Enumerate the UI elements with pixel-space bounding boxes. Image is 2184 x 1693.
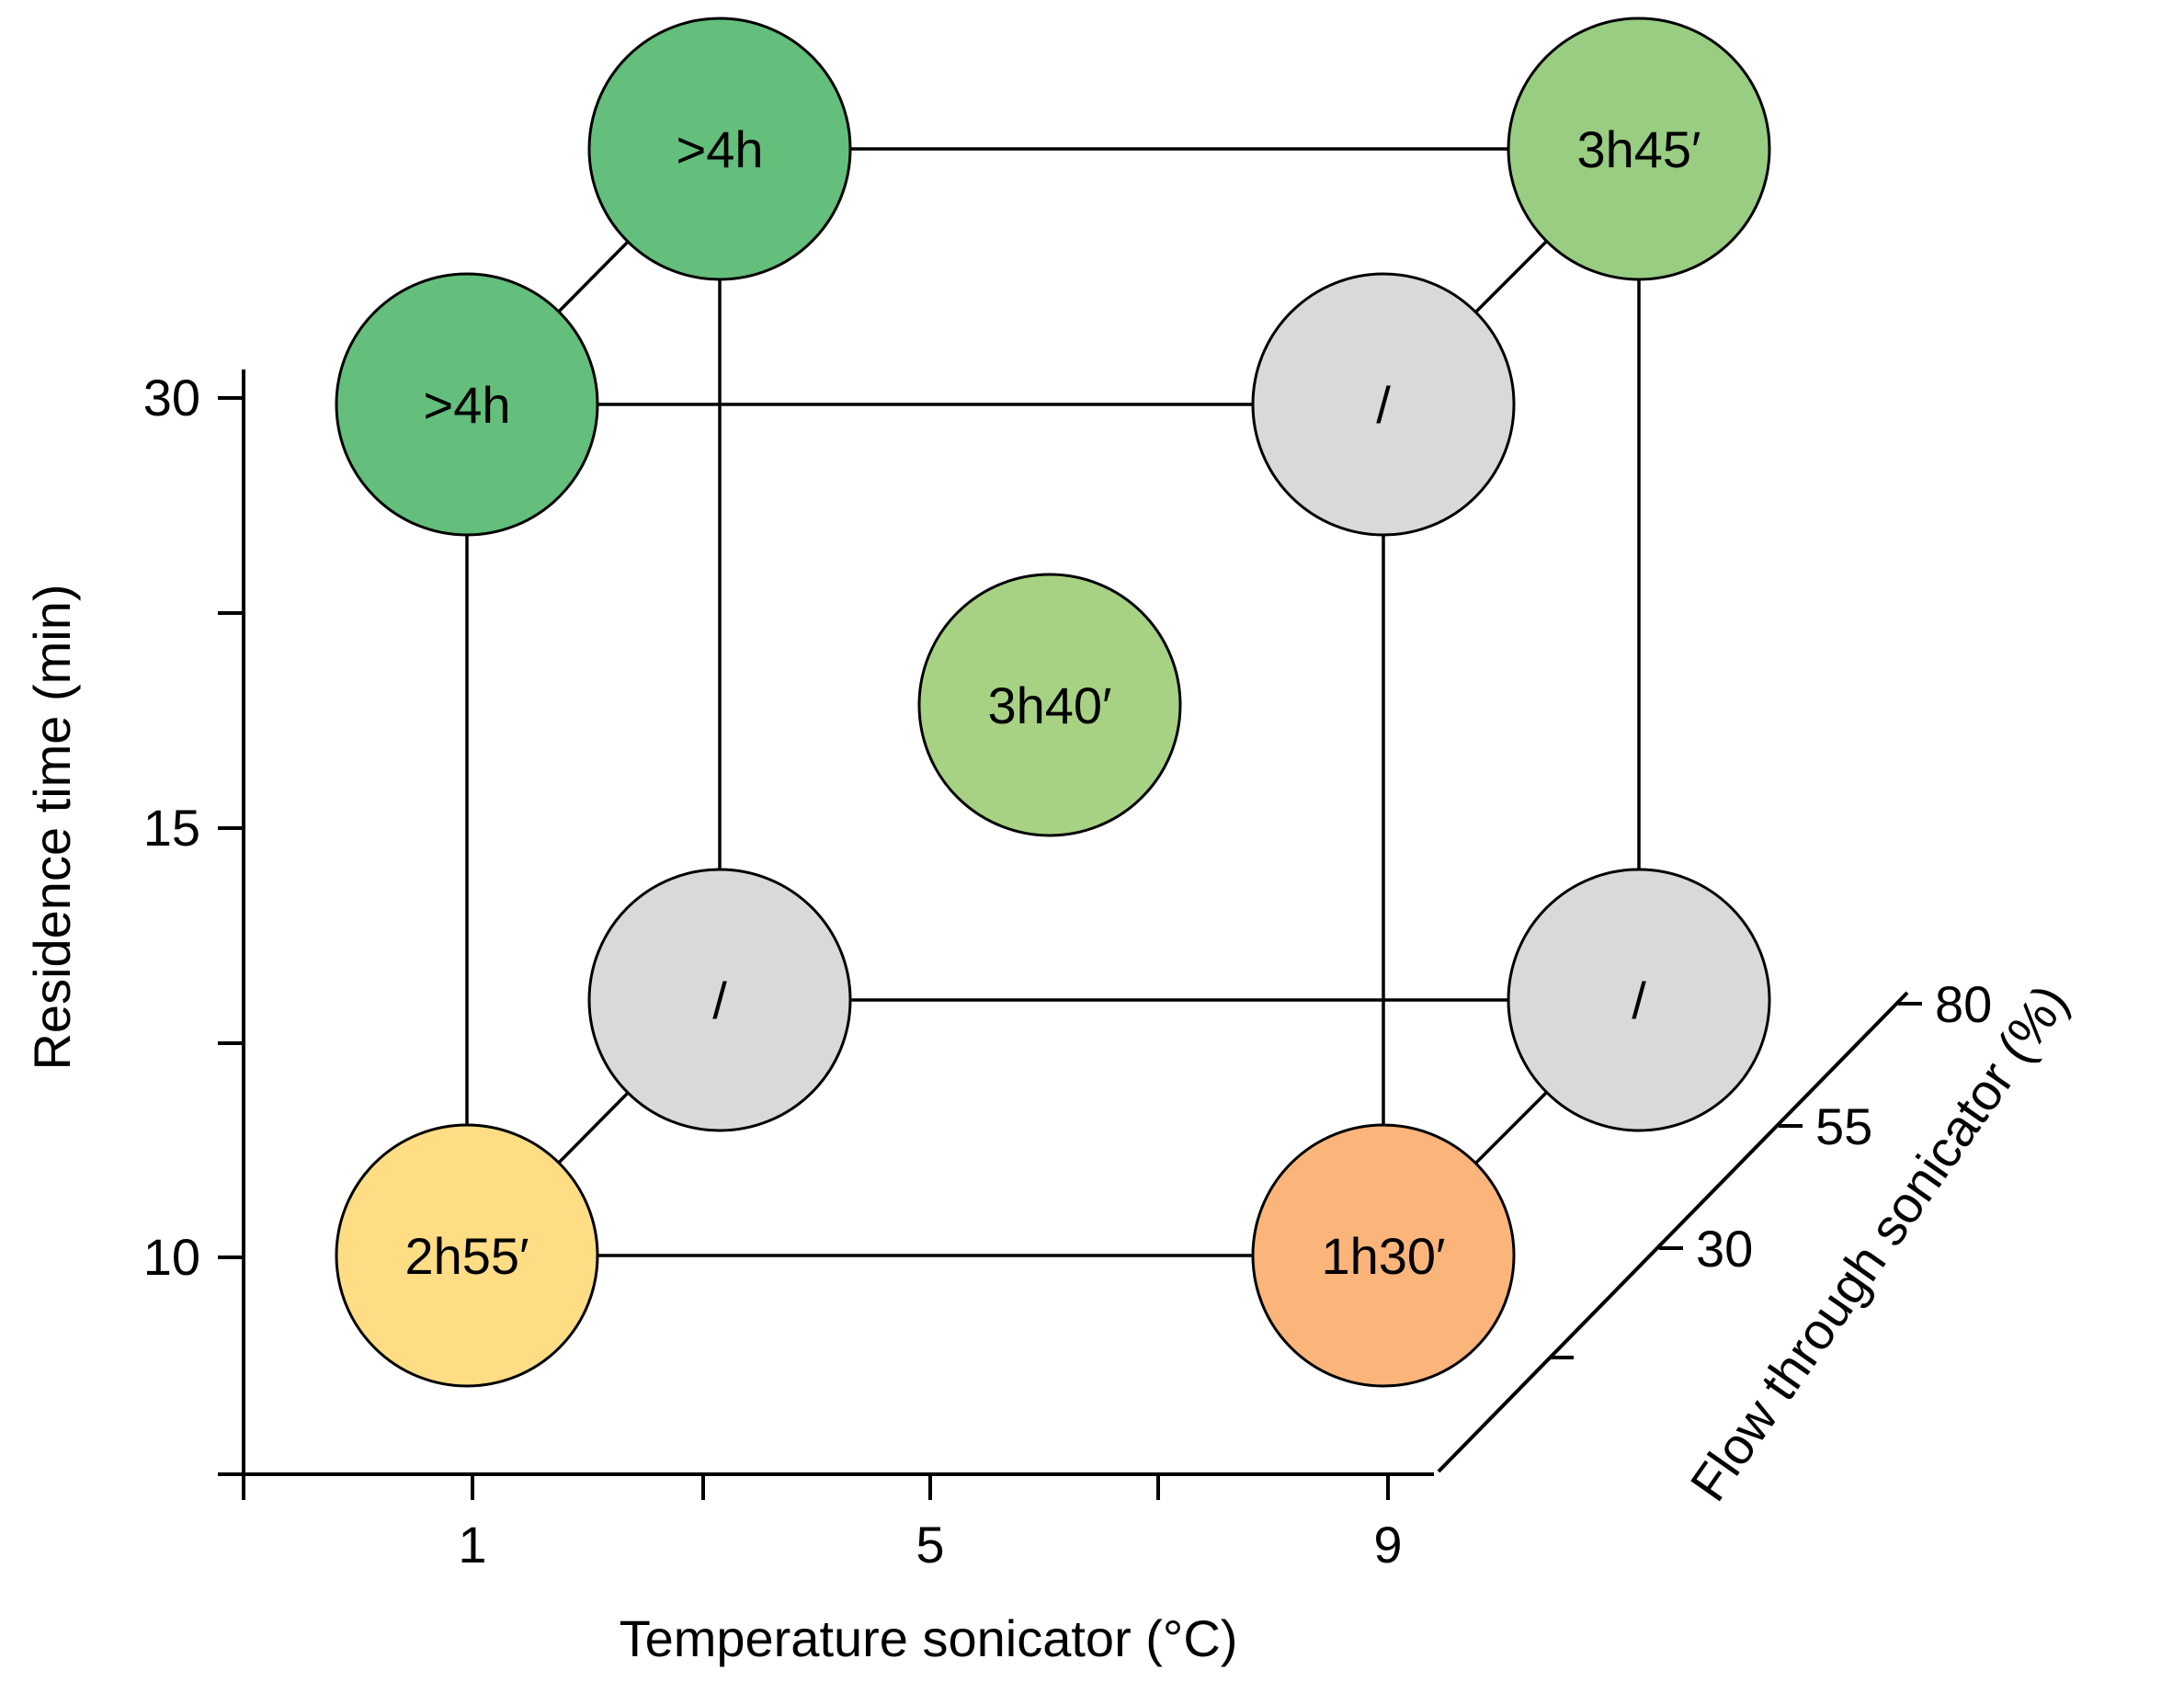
y-axis-title: Residence time (min) [23,584,81,1070]
node-label: >4h [424,376,511,434]
x-tick-label: 9 [1373,1516,1402,1574]
result-node: 3h40′ [917,573,1182,837]
x-tick-label: 5 [916,1516,944,1574]
node-label: / [1376,376,1391,434]
node-label: 2h55′ [404,1227,529,1285]
node-circle [1507,17,1771,281]
z-tick-label: 55 [1815,1097,1872,1155]
node-circle [1251,272,1516,537]
node-label: / [712,971,727,1029]
node-circle [587,868,852,1132]
node-label: >4h [677,120,764,178]
z-tick-label: 30 [1696,1220,1753,1278]
node-circle [335,1123,599,1388]
result-node: 1h30′ [1251,1123,1516,1388]
z-axis-line [1437,991,1909,1473]
node-circle [1507,868,1771,1132]
result-node: 2h55′ [335,1123,599,1388]
y-tick-label: 15 [143,799,200,857]
y-axis: 30 15 10 Residence time (min) [23,369,245,1476]
node-label: 3h45′ [1576,120,1701,178]
result-node: >4h [587,17,852,281]
node-circle [1251,1123,1516,1388]
result-node: 3h45′ [1507,17,1771,281]
node-label: 3h40′ [987,676,1111,734]
node-circle [335,272,599,537]
z-tick-label: 80 [1935,975,1992,1033]
x-tick-label: 1 [458,1516,486,1574]
node-label: 1h30′ [1321,1227,1445,1285]
node-circle [917,573,1182,837]
result-node: / [1251,272,1516,537]
node-circle [587,17,852,281]
node-label: / [1632,971,1646,1029]
result-node: / [1507,868,1771,1132]
result-nodes: >4h 3h45′ >4h / 3h40′ / / 2h55′ 1h30′ [335,17,1771,1388]
x-axis: 1 5 9 Temperature sonicator (°C) [242,1472,1434,1667]
y-tick-label: 30 [143,369,200,426]
result-node: / [587,868,852,1132]
x-axis-title: Temperature sonicator (°C) [620,1609,1238,1667]
y-tick-label: 10 [143,1228,200,1286]
result-node: >4h [335,272,599,537]
